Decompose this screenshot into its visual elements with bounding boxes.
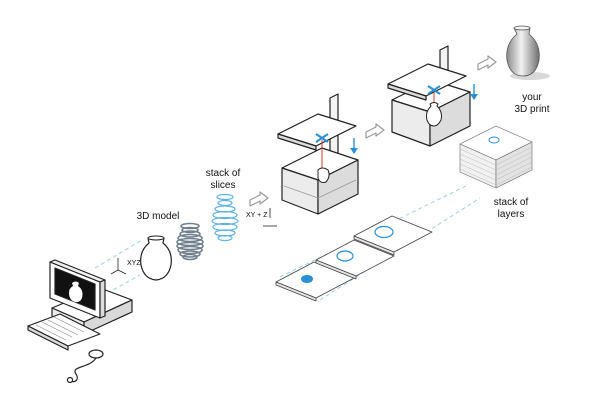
axis-marker [110,258,127,275]
arrow-icon [249,55,497,207]
label-3d-model: 3D model [136,211,180,222]
label-your-3d-print: your 3D print [504,92,560,116]
axis-label-xyz: XYZ [127,260,141,267]
label-stack-of-slices: stack of slices [196,168,250,192]
label-stack-of-layers: stack of layers [484,197,538,221]
label-stack-of-slices-line2: slices [210,180,236,191]
printed-vase-icon [506,25,550,80]
label-stack-of-slices-line1: stack of [205,168,241,179]
axis-marker-2 [263,208,277,227]
label-your-3d-print-line2: 3D print [514,104,550,115]
axis-label-xy-z: XY + Z [246,212,268,219]
stack-of-slices-icon [211,193,239,242]
label-your-3d-print-line1: your [522,92,542,103]
sliced-vase-icon [176,222,204,261]
printer-icon [277,93,359,215]
label-stack-of-layers-line2: layers [497,209,525,220]
label-stack-of-layers-line1: stack of [493,197,529,208]
computer-icon [27,259,133,384]
layer-sheet-icon [275,215,433,302]
stack-of-layers-icon [459,125,533,189]
printer-icon-2 [387,45,478,147]
vase-icon [140,235,172,281]
